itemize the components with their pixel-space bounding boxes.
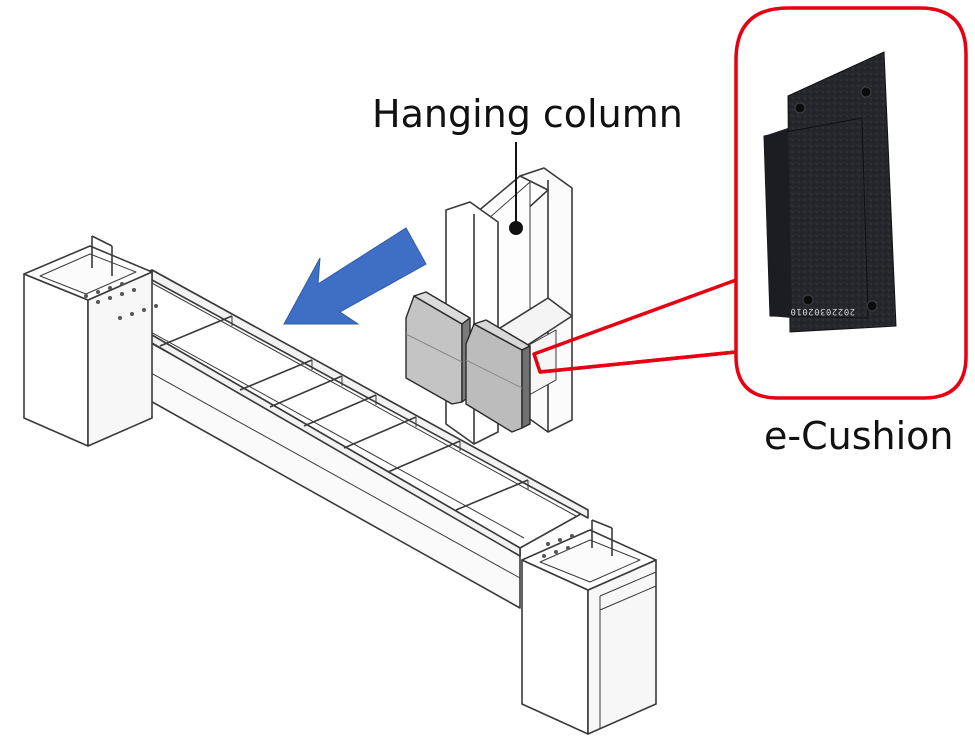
rubber-pad-right bbox=[465, 319, 531, 433]
rubber-pad-left bbox=[405, 291, 471, 405]
callout-frame bbox=[532, 6, 968, 400]
left-bolt-holes bbox=[84, 282, 158, 320]
leader-dot-icon bbox=[509, 221, 523, 235]
beam-stiffeners bbox=[159, 315, 529, 511]
cushion-bolt-icon bbox=[794, 86, 878, 312]
right-support-block bbox=[521, 519, 657, 735]
e-cushion-label: e-Cushion bbox=[764, 414, 954, 458]
right-bolt-holes bbox=[542, 534, 574, 558]
e-cushion-image bbox=[763, 51, 897, 333]
hanging-column-label: Hanging column bbox=[372, 92, 683, 136]
left-support-block bbox=[23, 235, 158, 447]
cushion-serial-stamp: 20220302010 bbox=[790, 306, 856, 316]
main-beam bbox=[87, 269, 589, 609]
arrow-left-down-icon bbox=[283, 227, 427, 325]
